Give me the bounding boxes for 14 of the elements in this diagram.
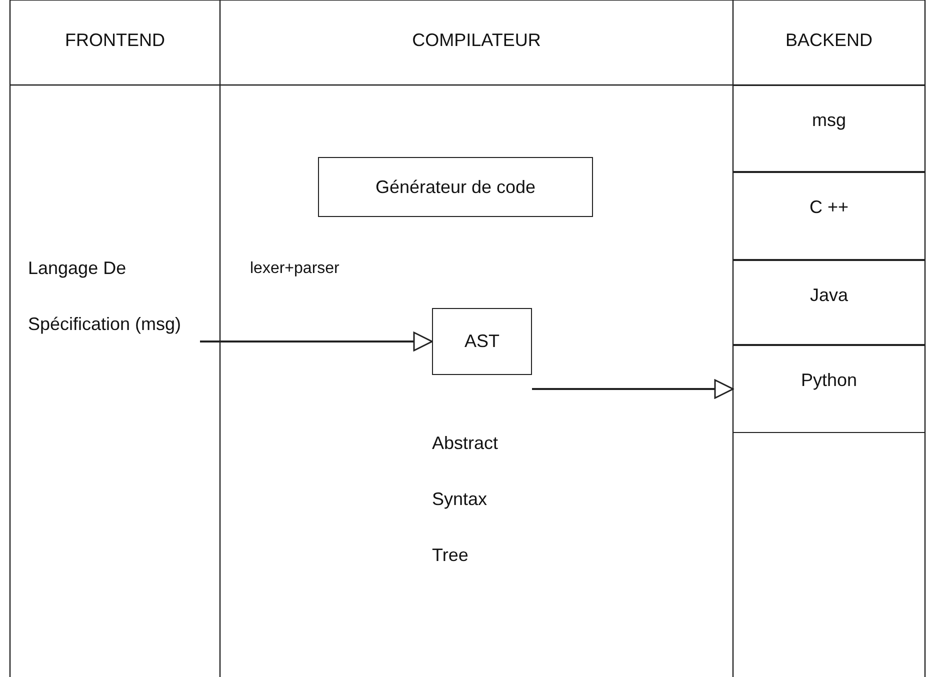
arrow (532, 379, 734, 399)
node-caption: Abstract Syntax Tree (432, 432, 500, 567)
column-header: COMPILATEUR (411, 30, 542, 51)
backend-cell: msg (733, 85, 925, 172)
arrow (200, 332, 433, 352)
column-header: BACKEND (784, 30, 874, 51)
backend-cell: Python (733, 345, 925, 433)
backend-cell: Java (733, 260, 925, 345)
column-header: FRONTEND (64, 30, 166, 51)
process-box: Générateur de code (318, 157, 593, 217)
edge-label: lexer+parser (250, 260, 340, 278)
backend-cell: C ++ (733, 172, 925, 260)
process-box: AST (432, 308, 532, 375)
input-language-text: Langage De Spécification (msg) (28, 240, 200, 480)
